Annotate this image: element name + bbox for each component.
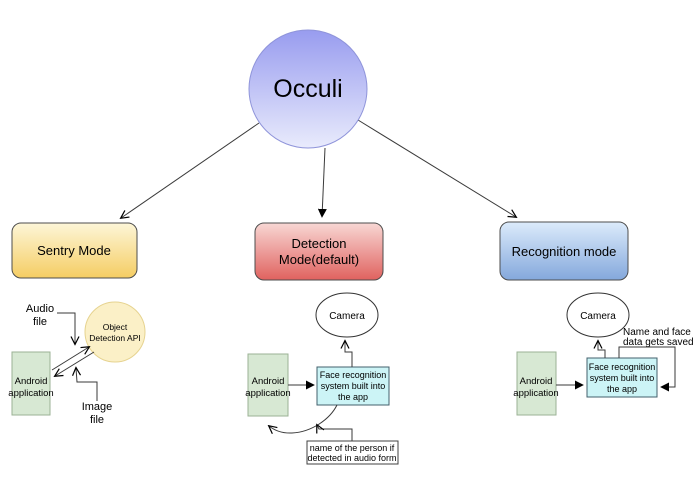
android-application-node-sentry [11, 351, 51, 416]
android-application-recognition-label-line2: application [513, 388, 558, 399]
face-recognition-recognition-line1: Face recognition [589, 362, 656, 372]
edge-root-to-recognition [357, 119, 516, 217]
edge-app-to-api [51, 347, 89, 371]
recognition-mode-box [499, 221, 629, 281]
edge-system-to-camera-recognition [598, 341, 606, 358]
android-application-recognition-label-line1: Android [520, 376, 553, 387]
recognition-branch: Camera Name and face data gets saved And… [513, 292, 694, 416]
camera-node-recognition [566, 292, 630, 338]
audio-file-label-line2: file [33, 316, 47, 328]
detection-mode-label-line2: Mode(default) [279, 252, 359, 267]
camera-label-detection: Camera [329, 311, 365, 322]
android-application-sentry-label-line1: Android [15, 376, 48, 387]
object-detection-api-label-line2: Detection API [89, 333, 141, 343]
face-recognition-node-recognition [586, 357, 658, 398]
audio-file-label-line1: Audio [26, 303, 54, 315]
edge-root-to-sentry [121, 122, 260, 218]
sentry-mode-box [11, 222, 138, 279]
saved-note-line2: data gets saved [623, 337, 694, 348]
edge-system-to-camera-detection [345, 341, 353, 367]
saved-note-line1: Name and face [623, 327, 691, 338]
sentry-mode-label: Sentry Mode [37, 243, 111, 258]
edge-result-to-curve [317, 425, 353, 441]
sentry-branch: Audio file Object Detection API Android … [8, 301, 146, 426]
face-recognition-detection-line2: system built into [321, 381, 386, 391]
android-application-detection-label-line2: application [245, 388, 290, 399]
face-recognition-detection-line1: Face recognition [320, 370, 387, 380]
root-node: Occuli [248, 29, 368, 149]
result-label-line2: detected in audio form [307, 453, 396, 463]
recognition-mode-node: Recognition mode [499, 221, 629, 281]
camera-label-recognition: Camera [580, 311, 616, 322]
image-file-label-line2: file [90, 414, 104, 426]
detection-mode-node: Detection Mode(default) [254, 222, 384, 281]
image-file-label-line1: Image [82, 401, 113, 413]
edge-api-to-app [55, 351, 95, 376]
face-recognition-detection-line3: the app [338, 392, 368, 402]
detection-branch: Camera Android application Face recognit… [245, 292, 399, 465]
face-recognition-recognition-line3: the app [607, 384, 637, 394]
edge-save-loop [618, 346, 676, 392]
android-application-node-recognition [516, 351, 557, 416]
object-detection-api-label-line1: Object [103, 322, 128, 332]
edge-system-output-curve [269, 404, 338, 433]
camera-node-detection [315, 292, 379, 338]
root-circle [248, 29, 368, 149]
edge-audio-file-input [57, 312, 75, 344]
detection-mode-box [254, 222, 384, 281]
result-label-line1: name of the person if [310, 443, 395, 453]
android-application-detection-label-line1: Android [252, 376, 285, 387]
object-detection-api-node [84, 301, 146, 363]
android-application-sentry-label-line2: application [8, 388, 53, 399]
recognition-mode-label: Recognition mode [512, 244, 617, 259]
root-label: Occuli [273, 75, 342, 103]
detection-mode-label-line1: Detection [292, 236, 347, 251]
face-recognition-recognition-line2: system built into [590, 373, 655, 383]
edge-image-file-input [76, 368, 98, 401]
sentry-mode-node: Sentry Mode [11, 222, 138, 279]
edge-root-to-detection [317, 147, 327, 218]
face-recognition-node-detection [316, 366, 390, 406]
